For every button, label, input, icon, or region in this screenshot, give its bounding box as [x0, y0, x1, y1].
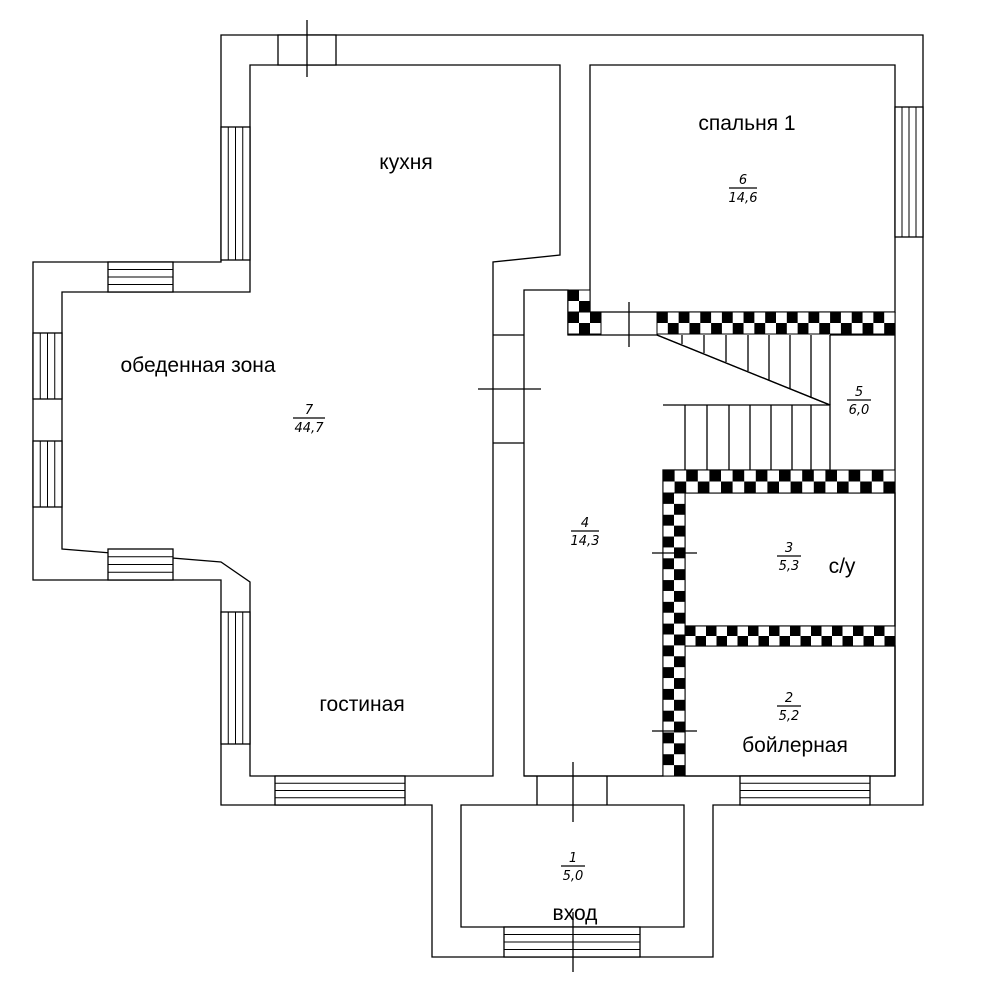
door-markers [306, 20, 697, 972]
window-dining-left-2 [32, 440, 63, 508]
room-label-entrance: вход [553, 902, 598, 925]
room-label-bedroom: спальня 1 [698, 112, 795, 135]
svg-text:14,6: 14,6 [729, 191, 758, 206]
space-tag-5: 5 6,0 [847, 385, 871, 418]
svg-text:1: 1 [569, 851, 577, 866]
svg-text:5: 5 [855, 385, 863, 400]
outer-wall-outline [32, 34, 924, 958]
partition-wc-top [662, 469, 896, 494]
svg-text:14,3: 14,3 [571, 534, 600, 549]
room-label-living: гостиная [319, 693, 404, 716]
space-tag-1: 1 5,0 [561, 851, 585, 884]
svg-text:6: 6 [739, 173, 747, 188]
space-tag-2: 2 5,2 [777, 691, 801, 724]
entrance-outline [460, 804, 685, 928]
room-label-kitchen: кухня [379, 151, 432, 174]
room-label-wc: с/у [829, 555, 856, 578]
space-tag-6: 6 14,6 [729, 173, 758, 206]
space-tag-3: 3 5,3 [777, 541, 801, 574]
stair-lower-flight [684, 405, 812, 470]
partition-bedroom-bottom [656, 311, 896, 335]
svg-text:44,7: 44,7 [295, 421, 325, 436]
stair-upper-flight [656, 334, 831, 406]
svg-text:3: 3 [785, 541, 793, 556]
space-tag-7: 7 44,7 [293, 403, 325, 436]
window-living-left [220, 611, 251, 745]
svg-text:6,0: 6,0 [849, 403, 870, 418]
checker-partitions [567, 289, 896, 777]
living-hall-opening [493, 334, 524, 444]
window-dining-top [107, 261, 174, 293]
svg-text:7: 7 [305, 403, 314, 418]
window-dining-bottom [107, 548, 174, 581]
svg-text:2: 2 [785, 691, 793, 706]
window-kitchen-left [220, 126, 251, 261]
entry-door [536, 776, 608, 805]
window-dining-left-1 [32, 332, 63, 400]
space-tag-4: 4 14,3 [571, 516, 600, 549]
partition-bedroom-corner [567, 289, 591, 313]
svg-text:5,2: 5,2 [779, 709, 800, 724]
svg-text:5,0: 5,0 [563, 869, 584, 884]
window-bedroom-right [894, 106, 924, 238]
windows [32, 34, 924, 958]
room-label-dining: обеденная зона [120, 354, 275, 377]
svg-text:4: 4 [581, 516, 589, 531]
partition-hall-right [662, 492, 686, 777]
window-boiler-bottom [739, 775, 871, 806]
svg-text:5,3: 5,3 [779, 559, 800, 574]
window-entrance-bottom [503, 926, 641, 958]
window-living-bottom [274, 775, 406, 806]
room-label-boiler: бойлерная [742, 734, 848, 757]
partition-wc-bottom [684, 625, 896, 647]
partition-bedroom-left [567, 311, 602, 335]
